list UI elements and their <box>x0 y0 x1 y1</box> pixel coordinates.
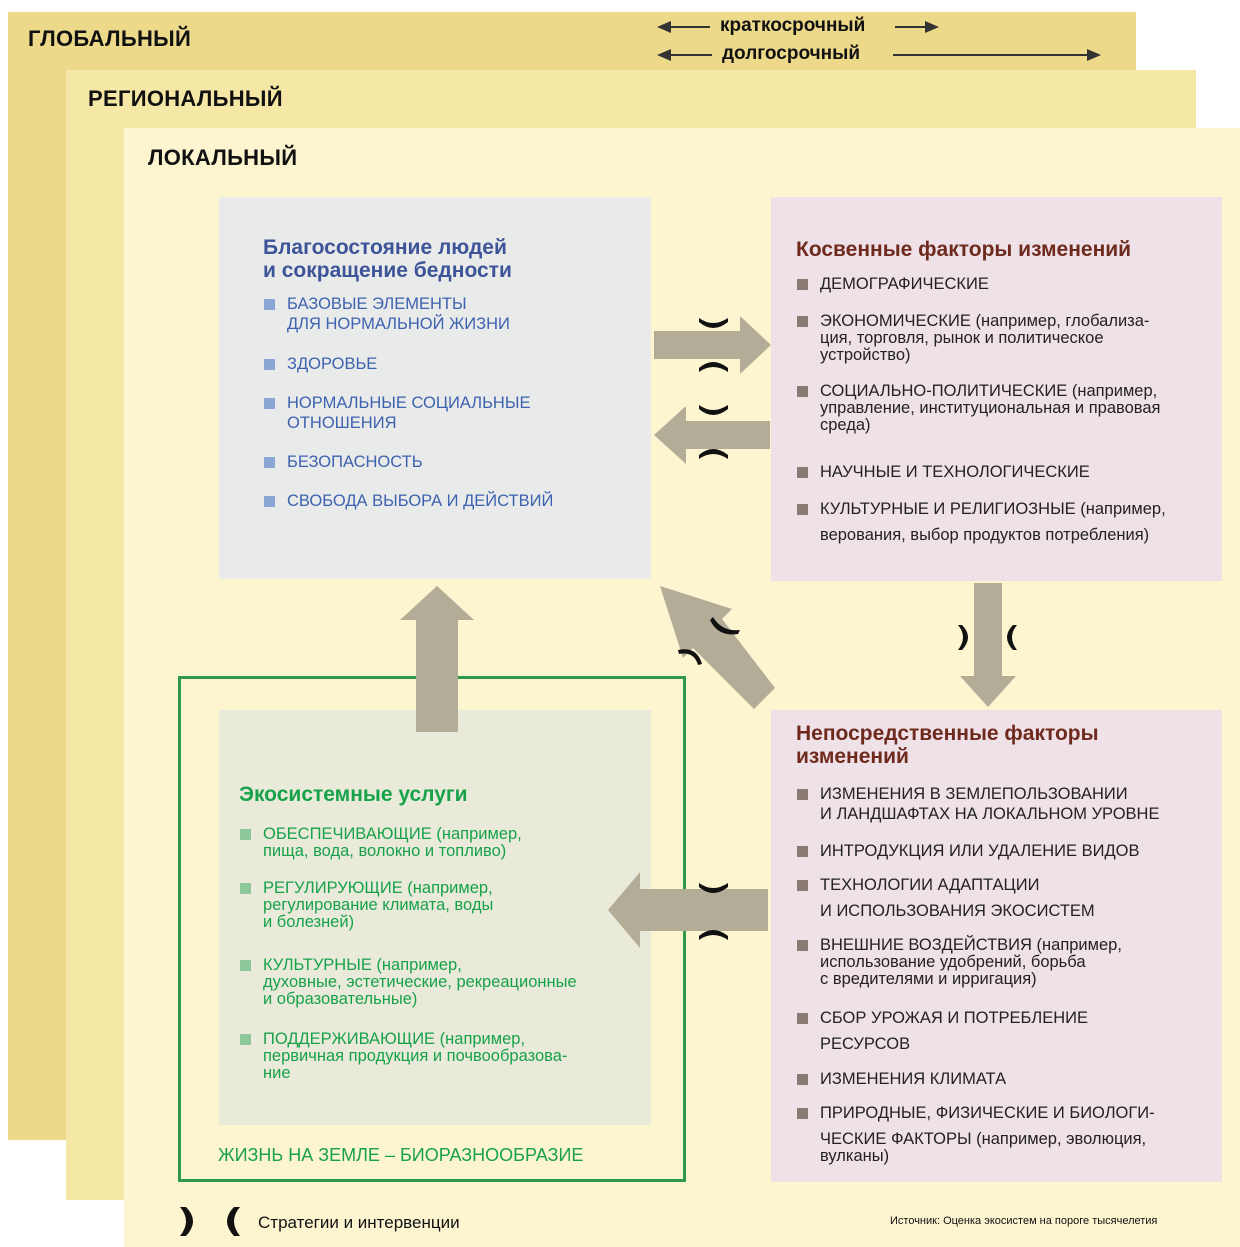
timescale-short-line-left <box>668 26 710 28</box>
wellbeing-item: НОРМАЛЬНЫЕ СОЦИАЛЬНЫЕ ОТНОШЕНИЯ <box>264 395 530 432</box>
arrow-left-icon <box>657 49 671 61</box>
bullet-icon <box>264 299 275 310</box>
wellbeing-item: БАЗОВЫЕ ЭЛЕМЕНТЫ ДЛЯ НОРМАЛЬНОЙ ЖИЗНИ <box>264 296 510 333</box>
direct-driver-item: ТЕХНОЛОГИИ АДАПТАЦИИ И ИСПОЛЬЗОВАНИЯ ЭКО… <box>797 877 1095 920</box>
bullet-icon <box>797 386 808 397</box>
strategy-symbol-icon <box>699 405 728 415</box>
bullet-icon <box>797 1013 808 1024</box>
strategy-symbol-icon <box>710 617 740 635</box>
ecosystem-services-title: Экосистемные услуги <box>239 783 468 806</box>
wellbeing-title-line2: и сокращение бедности <box>263 259 512 282</box>
global-scale-title: ГЛОБАЛЬНЫЙ <box>28 26 192 51</box>
strategy-symbol-icon <box>699 930 728 940</box>
direct-driver-item: ИЗМЕНЕНИЯ В ЗЕМЛЕПОЛЬЗОВАНИИ И ЛАНДШАФТА… <box>797 786 1159 823</box>
indirect-driver-item: ДЕМОГРАФИЧЕСКИЕ <box>797 276 989 293</box>
arrow-wellbeing-to-indirect <box>654 316 771 374</box>
timescale-long-label: долгосрочный <box>722 43 861 64</box>
regional-scale-title: РЕГИОНАЛЬНЫЙ <box>88 86 283 111</box>
strategy-symbol-icon <box>699 362 728 372</box>
wellbeing-title-line1: Благосостояние людей <box>263 236 507 259</box>
indirect-driver-item: СОЦИАЛЬНО-ПОЛИТИЧЕСКИЕ (например, управл… <box>797 383 1160 434</box>
timescale-long-line-left <box>668 54 712 56</box>
bullet-icon <box>797 316 808 327</box>
bullet-icon <box>240 829 251 840</box>
arrow-direct-to-wellbeing <box>660 586 775 709</box>
local-scale-title: ЛОКАЛЬНЫЙ <box>148 145 298 170</box>
indirect-driver-item: НАУЧНЫЕ И ТЕХНОЛОГИЧЕСКИЕ <box>797 464 1090 481</box>
arrow-right-icon <box>1087 49 1101 61</box>
indirect-driver-item: КУЛЬТУРНЫЕ И РЕЛИГИОЗНЫЕ (например, веро… <box>797 501 1166 544</box>
direct-driver-item: СБОР УРОЖАЯ И ПОТРЕБЛЕНИЕ РЕСУРСОВ <box>797 1010 1088 1053</box>
ecosystem-service-item: ОБЕСПЕЧИВАЮЩИЕ (например, пища, вода, во… <box>240 826 522 860</box>
direct-drivers-box <box>771 710 1222 1182</box>
direct-driver-item: ПРИРОДНЫЕ, ФИЗИЧЕСКИЕ И БИОЛОГИ- ЧЕСКИЕ … <box>797 1105 1155 1165</box>
bullet-icon <box>264 359 275 370</box>
ecosystem-services-box <box>219 710 651 1125</box>
strategy-symbol-icon <box>678 649 702 665</box>
wellbeing-item: СВОБОДА ВЫБОРА И ДЕЙСТВИЙ <box>264 493 553 510</box>
strategy-symbol-icon <box>958 625 968 650</box>
direct-driver-item: ВНЕШНИЕ ВОЗДЕЙСТВИЯ (например, использов… <box>797 937 1122 988</box>
bullet-icon <box>240 1034 251 1045</box>
bullet-icon <box>797 504 808 515</box>
ecosystem-service-item: ПОДДЕРЖИВАЮЩИЕ (например, первичная прод… <box>240 1031 567 1082</box>
strategy-legend-label: Стратегии и интервенции <box>258 1213 460 1232</box>
source-label: Источник: Оценка экосистем на пороге тыс… <box>890 1215 1158 1227</box>
bullet-icon <box>264 457 275 468</box>
arrow-indirect-to-wellbeing <box>654 406 770 464</box>
wellbeing-item: БЕЗОПАСНОСТЬ <box>264 454 423 471</box>
bullet-icon <box>240 960 251 971</box>
direct-drivers-title: Непосредственные факторы изменений <box>796 722 1099 768</box>
strategy-symbol-icon <box>699 883 728 893</box>
timescale-long-line-right <box>893 54 1089 56</box>
direct-driver-item: ИНТРОДУКЦИЯ ИЛИ УДАЛЕНИЕ ВИДОВ <box>797 843 1139 860</box>
arrow-left-icon <box>657 21 671 33</box>
wellbeing-title: Благосостояние людей и сокращение беднос… <box>263 236 512 282</box>
arrow-right-icon <box>925 21 939 33</box>
strategy-symbol-icon <box>699 449 728 459</box>
strategy-symbol-icon <box>1007 625 1017 650</box>
bullet-icon <box>797 1108 808 1119</box>
direct-driver-item: ИЗМЕНЕНИЯ КЛИМАТА <box>797 1071 1006 1088</box>
wellbeing-item: ЗДОРОВЬЕ <box>264 356 377 373</box>
bullet-icon <box>797 279 808 290</box>
biodiversity-label: ЖИЗНЬ НА ЗЕМЛЕ – БИОРАЗНООБРАЗИЕ <box>218 1145 584 1165</box>
bullet-icon <box>797 1074 808 1085</box>
indirect-drivers-title: Косвенные факторы изменений <box>796 238 1132 261</box>
indirect-driver-item: ЭКОНОМИЧЕСКИЕ (например, глобализа- ция,… <box>797 313 1149 364</box>
indirect-drivers-box <box>771 197 1222 581</box>
arrow-direct-to-eco <box>608 872 768 948</box>
timescale-short-label: краткосрочный <box>720 15 866 36</box>
arrow-eco-to-wellbeing <box>400 586 474 732</box>
wellbeing-box <box>219 197 651 579</box>
bullet-icon <box>797 467 808 478</box>
bullet-icon <box>264 496 275 507</box>
arrow-indirect-to-direct <box>960 583 1016 707</box>
bullet-icon <box>797 940 808 951</box>
strategy-symbol-icon <box>699 318 728 328</box>
strategy-legend-icon <box>180 1207 193 1236</box>
bullet-icon <box>264 398 275 409</box>
ecosystem-service-item: РЕГУЛИРУЮЩИЕ (например, регулирование кл… <box>240 880 493 931</box>
ecosystem-service-item: КУЛЬТУРНЫЕ (например, духовные, эстетиче… <box>240 957 577 1008</box>
bullet-icon <box>797 789 808 800</box>
strategy-legend-icon <box>227 1207 240 1236</box>
bullet-icon <box>797 880 808 891</box>
bullet-icon <box>240 883 251 894</box>
bullet-icon <box>797 846 808 857</box>
timescale-short-line-right <box>895 26 927 28</box>
